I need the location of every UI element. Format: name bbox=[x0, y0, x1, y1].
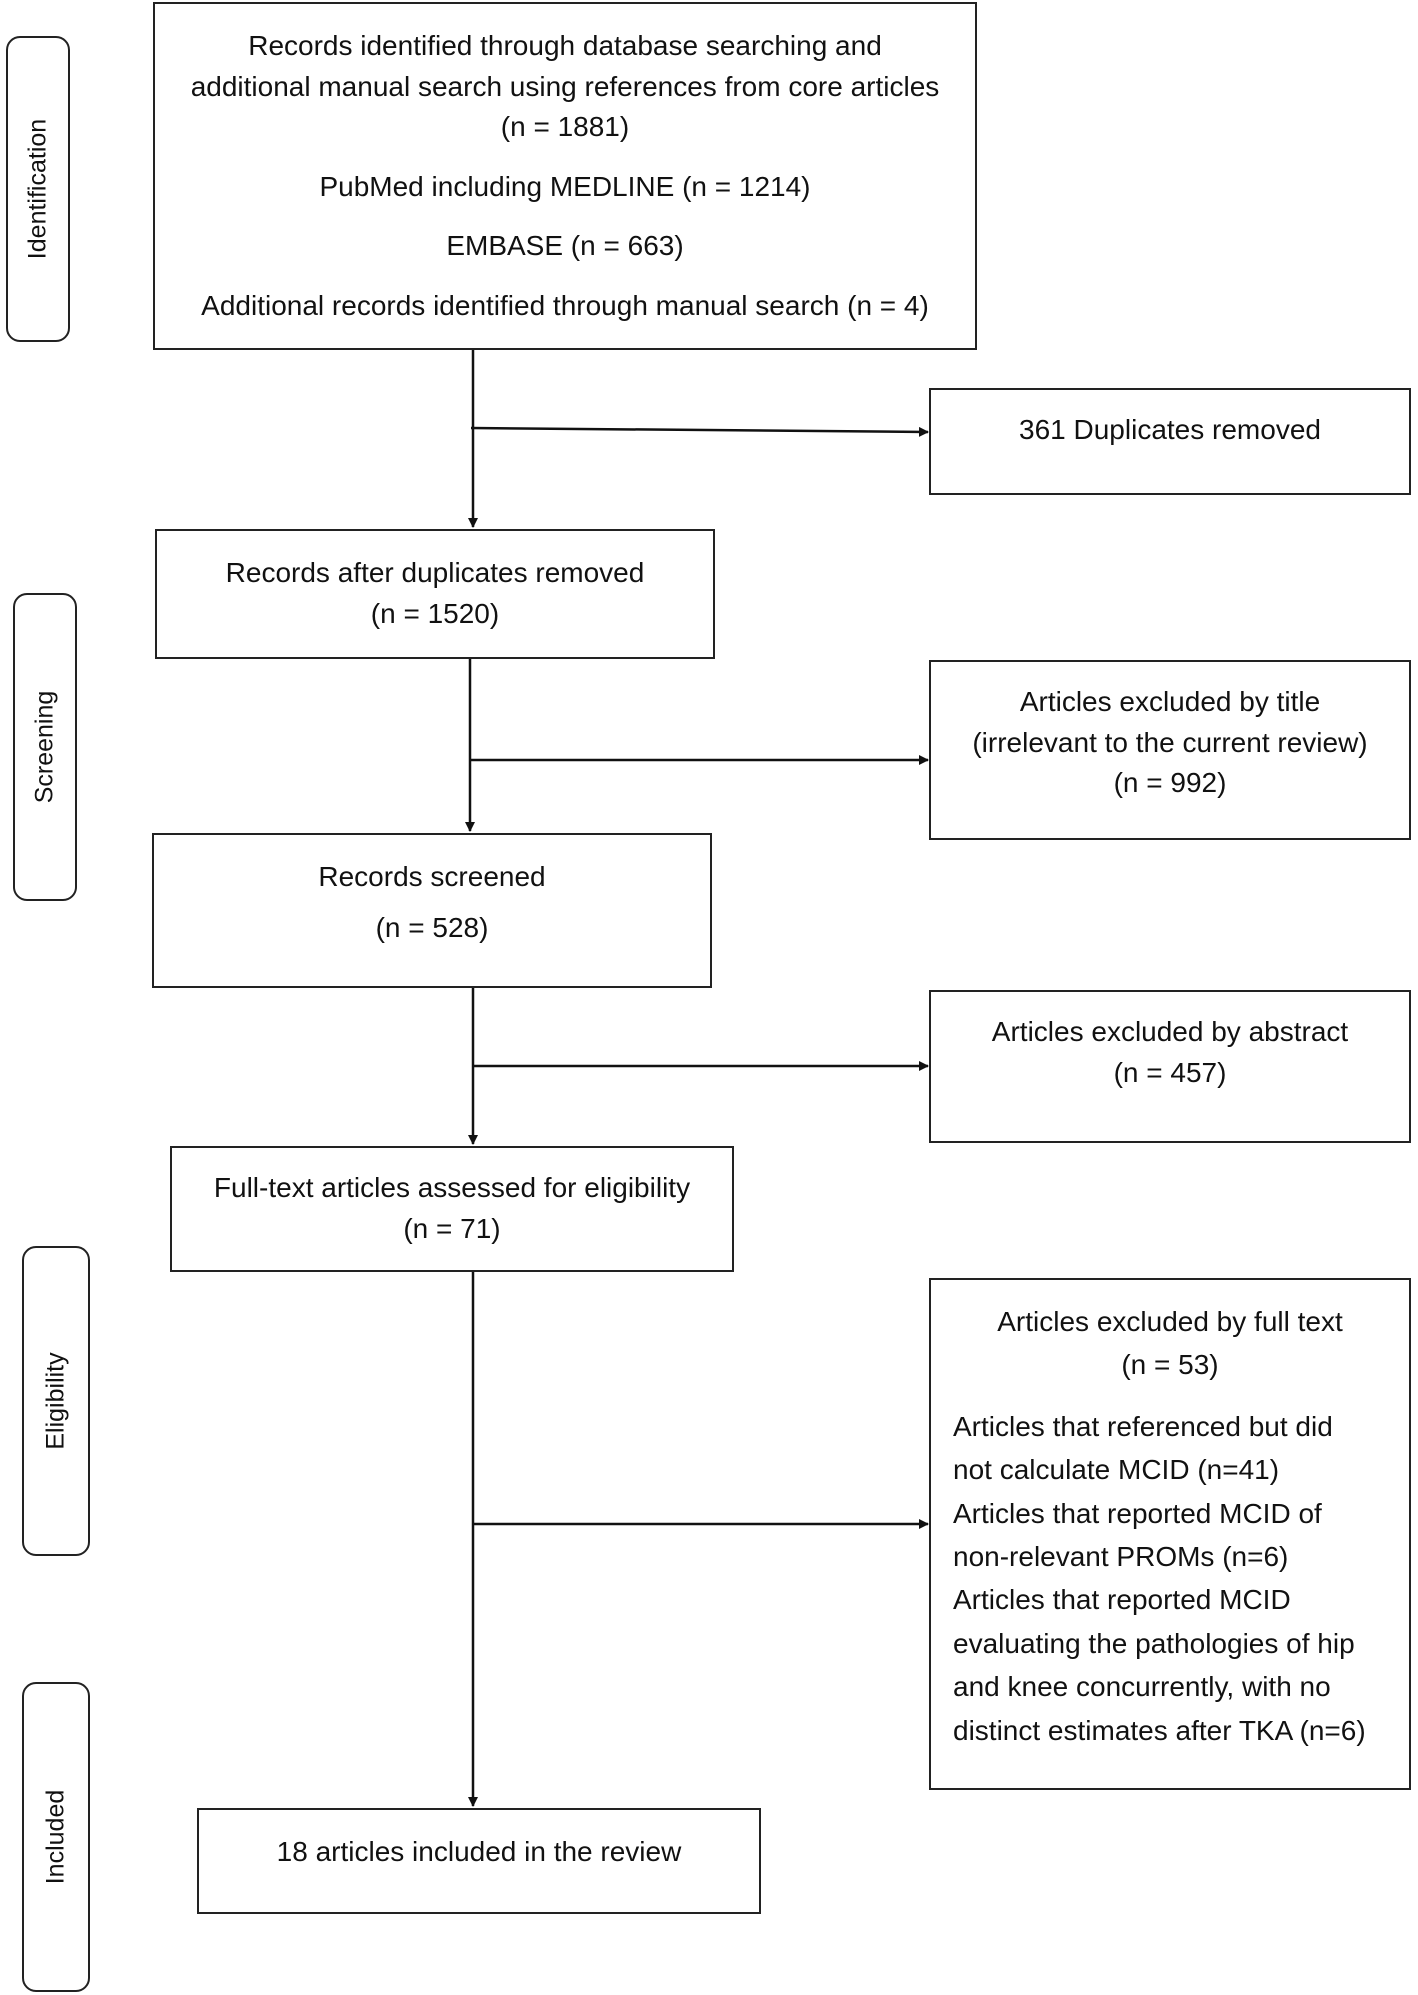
stage-eligibility: Eligibility bbox=[22, 1246, 90, 1556]
included-text: 18 articles included in the review bbox=[276, 1836, 682, 1867]
excluded-by-title-box: Articles excluded by title (irrelevant t… bbox=[929, 660, 1411, 840]
reason-non-relevant-line-1: Articles that reported MCID of bbox=[953, 1497, 1322, 1529]
reason-not-calculated-line-2: not calculate MCID (n=41) bbox=[953, 1454, 1280, 1486]
reason-hip-knee-line-1: Articles that reported MCID bbox=[953, 1584, 1291, 1616]
fulltext-assessed-title: Full-text articles assessed for eligibil… bbox=[213, 1172, 691, 1203]
included-box: 18 articles included in the review bbox=[197, 1808, 761, 1914]
fulltext-assessed-box: Full-text articles assessed for eligibil… bbox=[170, 1146, 734, 1272]
excluded-abstract-count: (n = 457) bbox=[1113, 1056, 1227, 1088]
identification-line-2: additional manual search using reference… bbox=[190, 70, 940, 102]
reason-not-calculated-line-1: Articles that referenced but did bbox=[953, 1410, 1333, 1442]
duplicates-removed-box: 361 Duplicates removed bbox=[929, 388, 1411, 495]
records-screened-title: Records screened bbox=[318, 861, 546, 892]
reason-hip-knee-line-3: and knee concurrently, with no bbox=[953, 1671, 1331, 1703]
duplicates-removed-text: 361 Duplicates removed bbox=[1019, 414, 1321, 445]
excluded-by-fulltext-box: Articles excluded by full text (n = 53) … bbox=[929, 1278, 1411, 1790]
stage-included-label: Included bbox=[41, 1789, 70, 1885]
identification-pubmed: PubMed including MEDLINE (n = 1214) bbox=[319, 170, 811, 202]
records-screened-box: Records screened (n = 528) bbox=[152, 833, 712, 988]
identification-line-1: Records identified through database sear… bbox=[248, 30, 882, 61]
records-screened-count: (n = 528) bbox=[375, 911, 489, 943]
stage-included: Included bbox=[22, 1682, 90, 1992]
identification-manual: Additional records identified through ma… bbox=[201, 289, 929, 321]
reason-non-relevant-line-2: non-relevant PROMs (n=6) bbox=[953, 1540, 1289, 1572]
reason-hip-knee-line-4: distinct estimates after TKA (n=6) bbox=[953, 1714, 1366, 1746]
excluded-title-count: (n = 992) bbox=[1113, 767, 1227, 799]
stage-identification: Identification bbox=[6, 36, 70, 342]
stage-eligibility-label: Eligibility bbox=[41, 1352, 70, 1450]
excluded-fulltext-count: (n = 53) bbox=[1121, 1349, 1219, 1381]
excluded-fulltext-reasons: Articles that referenced but did not cal… bbox=[953, 1405, 1387, 1752]
stage-screening: Screening bbox=[13, 593, 77, 901]
stage-identification-label: Identification bbox=[23, 118, 52, 260]
arrow-to-duplicates-removed bbox=[470, 426, 929, 437]
after-duplicates-count: (n = 1520) bbox=[370, 597, 500, 629]
excluded-title-heading: Articles excluded by title bbox=[1019, 686, 1321, 717]
stage-screening-label: Screening bbox=[30, 690, 59, 804]
identification-embase: EMBASE (n = 663) bbox=[446, 230, 684, 262]
after-duplicates-box: Records after duplicates removed (n = 15… bbox=[155, 529, 715, 659]
excluded-title-reason: (irrelevant to the current review) bbox=[972, 726, 1368, 758]
fulltext-assessed-count: (n = 71) bbox=[403, 1212, 501, 1244]
identification-box: Records identified through database sear… bbox=[153, 2, 977, 350]
identification-total: (n = 1881) bbox=[500, 111, 630, 143]
after-duplicates-title: Records after duplicates removed bbox=[225, 557, 645, 588]
excluded-fulltext-heading: Articles excluded by full text bbox=[997, 1306, 1343, 1337]
excluded-by-abstract-box: Articles excluded by abstract (n = 457) bbox=[929, 990, 1411, 1143]
reason-hip-knee-line-2: evaluating the pathologies of hip bbox=[953, 1627, 1355, 1659]
excluded-abstract-heading: Articles excluded by abstract bbox=[991, 1016, 1349, 1047]
